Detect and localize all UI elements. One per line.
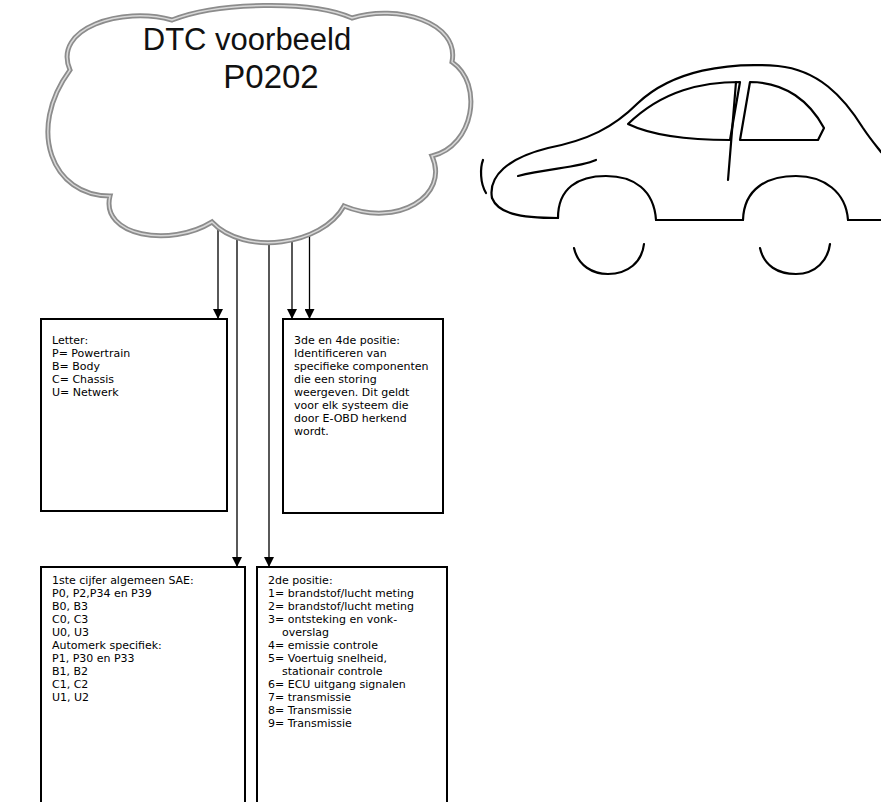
cloud-rim: [48, 5, 471, 242]
box-heading: 1ste cijfer algemeen SAE:: [52, 574, 236, 587]
box-line: B= Body: [52, 360, 218, 373]
box-line: U0, U3: [52, 626, 236, 639]
position-box: 3de en 4de positie:Identificeren van spe…: [282, 318, 444, 514]
box-line: C1, C2: [52, 678, 236, 691]
box-line: 7= transmissie: [268, 691, 438, 704]
box-line: Identificeren van specifieke componenten…: [294, 347, 434, 438]
cloud-rim-shine: [48, 5, 471, 242]
car-illustration: [478, 48, 881, 278]
box-heading: Letter:: [52, 334, 218, 347]
box-line: U= Netwerk: [52, 386, 218, 399]
box-line: 3= ontsteking en vonk- overslag: [268, 613, 438, 639]
box-line: C= Chassis: [52, 373, 218, 386]
box-line: B0, B3: [52, 600, 236, 613]
box-heading: 2de positie:: [268, 574, 438, 587]
box-line: P0, P2,P34 en P39: [52, 587, 236, 600]
box-line: B1, B2: [52, 665, 236, 678]
box-line: 5= Voertuig snelheid, stationair control…: [268, 652, 438, 678]
box-heading: 3de en 4de positie:: [294, 334, 434, 347]
system-box: 2de positie:1= brandstof/lucht meting2= …: [256, 566, 448, 802]
box-line: P= Powertrain: [52, 347, 218, 360]
letter-box: Letter:P= PowertrainB= BodyC= ChassisU= …: [40, 318, 228, 512]
box-line: 4= emissie controle: [268, 639, 438, 652]
cloud-title: DTC voorbeeld: [143, 22, 351, 58]
cloud-shape: DTC voorbeeldP0202: [12, 0, 482, 258]
box-line: P1, P30 en P33: [52, 652, 236, 665]
box-line: 8= Transmissie: [268, 704, 438, 717]
box-line: 2= brandstof/lucht meting: [268, 600, 438, 613]
box-line: 6= ECU uitgang signalen: [268, 678, 438, 691]
box-line: 9= Transmissie: [268, 717, 438, 730]
box-line: U1, U2: [52, 691, 236, 704]
digit-box: 1ste cijfer algemeen SAE:P0, P2,P34 en P…: [40, 566, 246, 802]
box-line: Automerk specifiek:: [52, 639, 236, 652]
box-line: 1= brandstof/lucht meting: [268, 587, 438, 600]
box-line: C0, C3: [52, 613, 236, 626]
dtc-code: P0202: [223, 58, 318, 96]
